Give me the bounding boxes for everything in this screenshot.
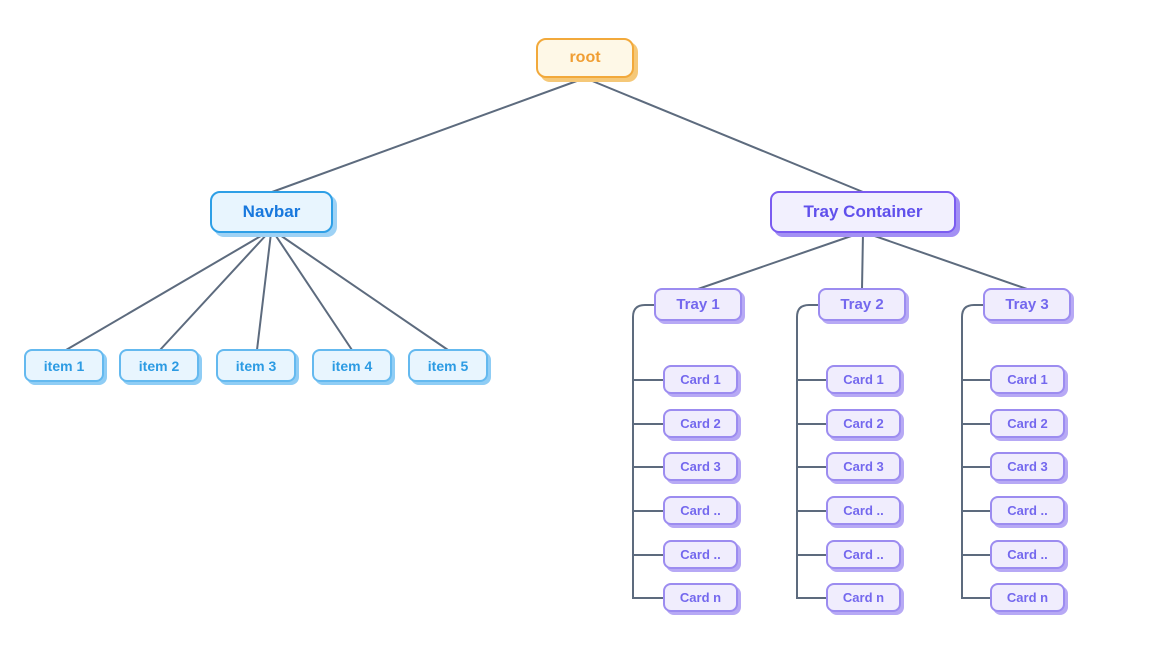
navbar-item-5: item 5 — [408, 349, 488, 382]
navbar-item-2: item 2 — [119, 349, 199, 382]
tray-1-card-n: Card n — [663, 583, 738, 612]
tray-container-node: Tray Container — [770, 191, 956, 233]
tray-3-card-1: Card 1 — [990, 365, 1065, 394]
edge-navbar-item-1 — [65, 232, 267, 351]
edge-root-tray-container — [584, 77, 864, 193]
edge-container-tray-1 — [697, 232, 861, 290]
navbar-item-4: item 4 — [312, 349, 392, 382]
edge-root-navbar — [271, 77, 586, 193]
tray-1-node: Tray 1 — [654, 288, 742, 321]
tray-2-node: Tray 2 — [818, 288, 906, 321]
tray-1-card-3: Card 3 — [663, 452, 738, 481]
edge-tray3-cards — [961, 379, 991, 556]
tray-1-card-1: Card 1 — [663, 365, 738, 394]
navbar-item-1: item 1 — [24, 349, 104, 382]
tray-3-card-n: Card n — [990, 583, 1065, 612]
edge-navbar-item-4 — [273, 232, 353, 351]
edge-tray2-spine — [796, 304, 827, 599]
tray-3-card-2: Card 2 — [990, 409, 1065, 438]
tray-2-card-3: Card 3 — [826, 452, 901, 481]
tray-2-card-dots-2: Card .. — [826, 540, 901, 569]
tray-3-card-3: Card 3 — [990, 452, 1065, 481]
tray-3-node: Tray 3 — [983, 288, 1071, 321]
tray-3-card-dots-1: Card .. — [990, 496, 1065, 525]
navbar-node: Navbar — [210, 191, 333, 233]
edge-tray1-spine — [632, 304, 664, 599]
tray-2-card-n: Card n — [826, 583, 901, 612]
tray-1-card-dots-1: Card .. — [663, 496, 738, 525]
edge-tray2-cards — [796, 379, 827, 556]
edge-container-tray-3 — [865, 232, 1028, 290]
edge-tray1-cards — [632, 379, 664, 556]
tray-2-card-1: Card 1 — [826, 365, 901, 394]
navbar-item-3: item 3 — [216, 349, 296, 382]
edge-navbar-item-2 — [159, 232, 269, 351]
edge-container-tray-2 — [861, 232, 864, 290]
tray-1-card-dots-2: Card .. — [663, 540, 738, 569]
root-node: root — [536, 38, 634, 78]
tray-3-card-dots-2: Card .. — [990, 540, 1065, 569]
edge-tray3-spine — [961, 304, 991, 599]
tray-2-card-2: Card 2 — [826, 409, 901, 438]
tray-1-card-2: Card 2 — [663, 409, 738, 438]
edge-navbar-item-3 — [256, 232, 272, 351]
tray-2-card-dots-1: Card .. — [826, 496, 901, 525]
edge-navbar-item-5 — [276, 232, 449, 351]
